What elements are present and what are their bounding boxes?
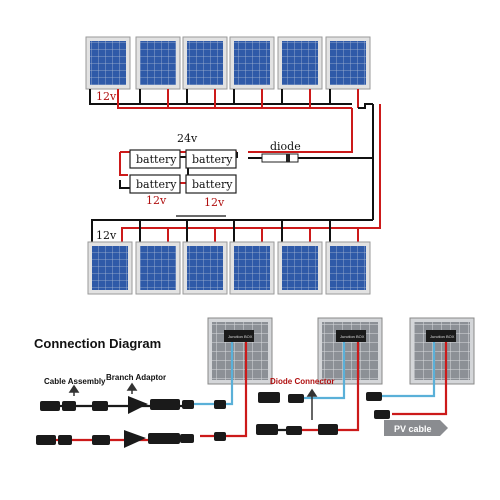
top-panel-row <box>85 36 371 90</box>
svg-text:Junction BOX: Junction BOX <box>228 334 253 339</box>
connectors <box>36 392 390 448</box>
large-panel: Junction BOX <box>207 317 273 385</box>
bank-voltage-label: 24v <box>177 132 198 145</box>
pv-cable-label: PV cable <box>394 424 432 434</box>
solar-panel <box>182 241 228 295</box>
diode-label: diode <box>270 140 301 153</box>
svg-text:Junction BOX: Junction BOX <box>430 334 455 339</box>
pv-cable-badge: PV cable <box>384 420 448 436</box>
battery-label: battery <box>136 178 177 191</box>
bank-left-voltage-label: 12v <box>146 194 167 207</box>
solar-panel <box>135 241 181 295</box>
solar-panel <box>325 36 371 90</box>
solar-panel <box>277 36 323 90</box>
solar-panel <box>135 36 181 90</box>
large-panel: Junction BOX <box>317 317 383 385</box>
junction-box <box>224 330 254 342</box>
bottom-row-voltage-label: 12v <box>96 229 117 242</box>
junction-box <box>426 330 456 342</box>
diode: diode <box>248 140 373 163</box>
diode-connector-label: Diode Connector <box>270 377 334 386</box>
battery-label: battery <box>136 153 177 166</box>
bottom-row-wiring <box>91 104 381 244</box>
battery: battery <box>129 149 181 169</box>
battery: battery <box>185 174 237 194</box>
solar-panel <box>277 241 323 295</box>
battery-label: battery <box>192 153 233 166</box>
solar-panel <box>325 241 371 295</box>
svg-text:Junction BOX: Junction BOX <box>340 334 365 339</box>
solar-panel <box>229 36 275 90</box>
bank-right-voltage-label: 12v <box>204 196 225 209</box>
battery: battery <box>129 174 181 194</box>
solar-panel <box>87 241 133 295</box>
solar-panel <box>229 241 275 295</box>
bottom-panel-row <box>87 241 371 295</box>
battery-bank: battery battery battery battery 24v 12v … <box>119 132 238 217</box>
solar-panel <box>85 36 131 90</box>
top-row-voltage-label: 12v <box>96 90 117 103</box>
large-panel: Junction BOX <box>409 317 475 385</box>
annotation-arrows <box>68 382 318 420</box>
top-row-wiring <box>89 89 374 220</box>
cable-assembly-label: Cable Assembly <box>44 377 106 386</box>
battery-label: battery <box>192 178 233 191</box>
branch-adaptor-label: Branch Adaptor <box>106 373 166 382</box>
battery: battery <box>185 149 237 169</box>
solar-panel <box>182 36 228 90</box>
connection-diagram-title: Connection Diagram <box>34 336 161 351</box>
junction-box <box>336 330 366 342</box>
